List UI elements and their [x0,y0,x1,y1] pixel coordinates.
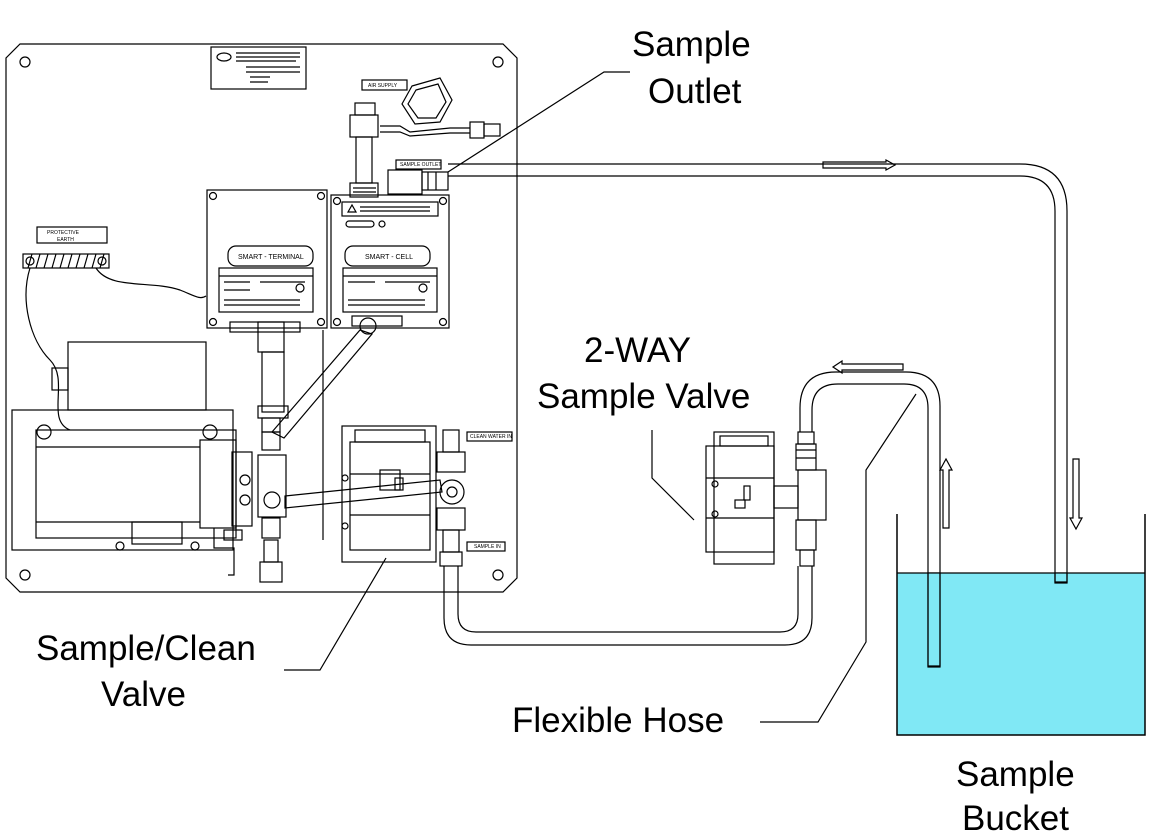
pump-fittings [257,417,287,583]
protective-earth-line1: PROTECTIVE [47,230,80,236]
flow-arrows [822,158,1084,531]
sample-bucket-label-line2: Bucket [962,799,1069,833]
outlet-pipe [448,163,1068,583]
sample-bucket [896,514,1146,736]
air-supply-assembly: AIR SUPPLY [349,77,501,198]
clean-water-in-tag: CLEAN WATER IN [470,434,512,440]
leader-lines [284,71,917,723]
smart-terminal-label: SMART - TERMINAL [238,254,304,261]
flow-arrow-up [938,457,954,529]
supply-pipe-u [443,566,813,646]
flexible-hose-leader [760,393,917,723]
two-way-valve-label-line2: Sample Valve [537,377,750,416]
sample-outlet-leader [447,71,630,173]
flexible-hose-label: Flexible Hose [512,701,724,740]
flow-arrow-down [1068,458,1084,531]
sample-outlet-fitting: SAMPLE OUTLET [387,159,449,195]
sample-outlet-tag: SAMPLE OUTLET [400,162,441,168]
air-supply-label: AIR SUPPLY [368,83,398,89]
smart-terminal-enclosure: SMART - TERMINAL [206,189,328,419]
two-way-valve-label-line1: 2-WAY [584,331,691,370]
sample-clean-valve-body [341,425,437,563]
sample-outlet-label-line1: Sample [632,25,751,64]
sample-clean-valve-label-line1: Sample/Clean [36,629,256,668]
two-way-valve-leader [651,430,695,521]
panel-mounting-holes [19,56,504,581]
nameplate [210,46,307,90]
flow-arrow-left [831,359,904,375]
protective-earth-bar: PROTECTIVE EARTH [22,226,207,431]
flow-arrow-right [822,158,897,172]
mounting-panel [5,43,518,593]
pump-motor [11,341,253,576]
smart-cell-enclosure: SMART - CELL [330,194,450,329]
callout-labels: Sample Outlet 2-WAY Sample Valve Sample/… [36,25,1075,833]
sample-outlet-label-line2: Outlet [648,72,742,111]
connecting-tubes [271,317,443,540]
sample-in-tag: SAMPLE IN [474,544,501,550]
ball-valve-fittings: CLEAN WATER IN SAMPLE IN [436,429,513,567]
smart-cell-label: SMART - CELL [365,254,413,261]
sample-clean-valve-leader [284,557,387,671]
two-way-sample-valve [705,431,827,567]
sample-bucket-label-line1: Sample [956,755,1075,794]
sample-clean-valve-label-line2: Valve [101,675,186,714]
protective-earth-line2: EARTH [57,237,74,243]
